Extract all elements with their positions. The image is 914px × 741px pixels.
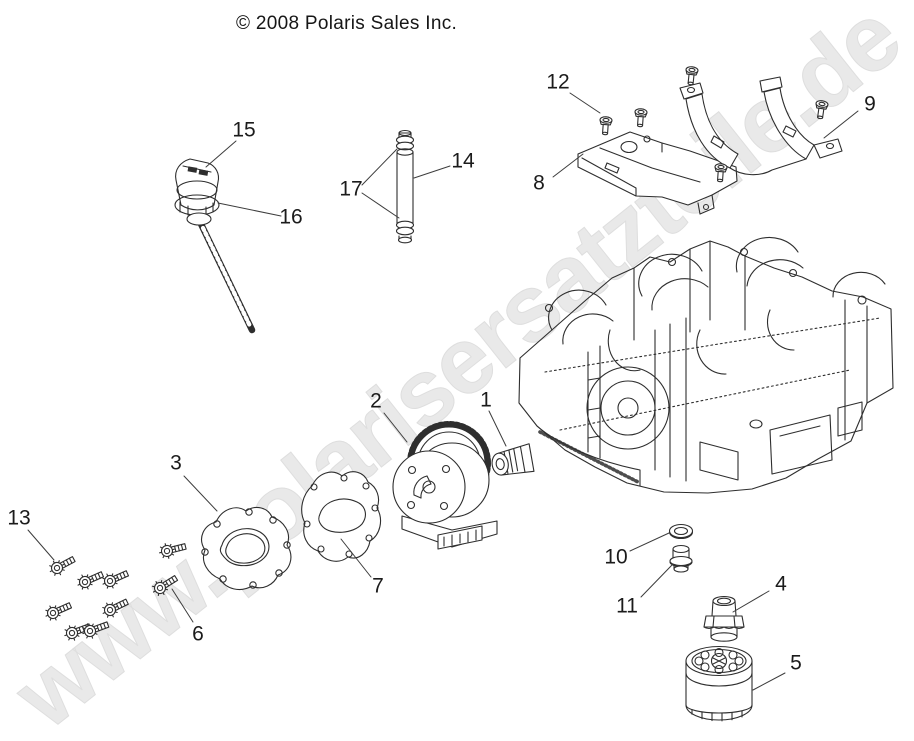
callout-14: 14 (451, 149, 475, 173)
callout-6: 6 (192, 622, 204, 646)
callout-12: 12 (546, 70, 570, 94)
callout-2: 2 (370, 389, 382, 413)
oil-fitting (491, 443, 535, 476)
callout-3: 3 (170, 451, 182, 475)
callout-16: 16 (279, 205, 303, 229)
callout-17: 17 (339, 177, 363, 201)
drain-plug (669, 544, 693, 573)
curved-shield-bracket (679, 76, 843, 176)
callout-8: 8 (533, 171, 545, 195)
callout-9: 9 (864, 92, 876, 116)
engine-block (518, 236, 894, 494)
oil-pump (392, 421, 498, 550)
filter-nipple (703, 595, 745, 642)
callout-10: 10 (604, 545, 628, 569)
callout-7: 7 (372, 574, 384, 598)
callout-13: 13 (7, 506, 31, 530)
sealing-washer (668, 523, 694, 540)
mount-bracket-plate (577, 131, 738, 215)
callout-15: 15 (232, 118, 256, 142)
oil-tube (395, 129, 415, 244)
flange-screws (42, 538, 188, 644)
leader-lines (27, 92, 859, 691)
dipstick (174, 158, 256, 334)
callout-11: 11 (616, 594, 638, 618)
callout-1: 1 (480, 388, 492, 412)
callout-4: 4 (775, 572, 787, 596)
pump-gasket (301, 471, 382, 562)
callout-5: 5 (790, 651, 802, 675)
oil-filter (685, 645, 753, 722)
pump-cover (201, 506, 292, 591)
copyright-text: © 2008 Polaris Sales Inc. (236, 13, 458, 34)
